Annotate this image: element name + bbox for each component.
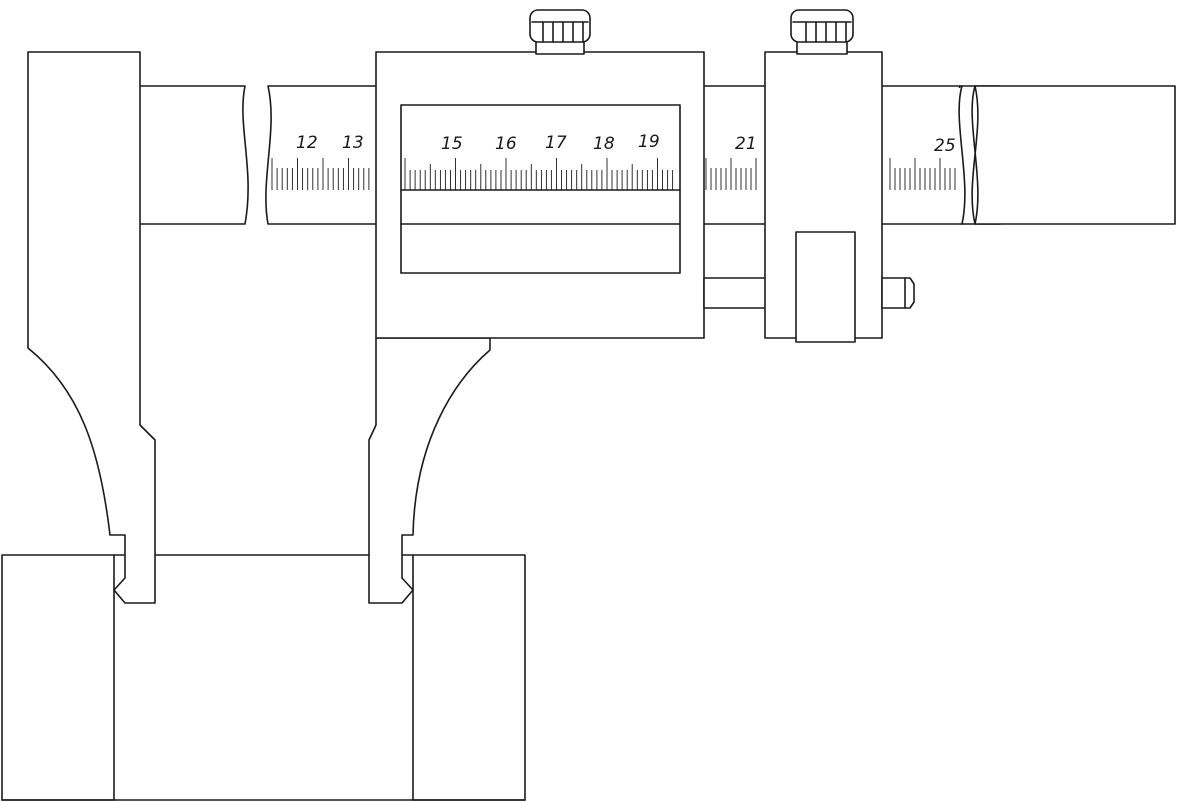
scale-number-25: 25	[934, 136, 956, 156]
scale-number-15: 15	[441, 134, 463, 154]
adjust-screw-end[interactable]	[881, 277, 915, 309]
vernier-window	[400, 104, 681, 274]
scale-number-17: 17	[545, 133, 567, 153]
sliding-jaw	[368, 9, 705, 604]
scale-number-18: 18	[593, 134, 615, 154]
beam-break-right-b	[971, 85, 979, 225]
vernier-scale	[404, 158, 674, 190]
clamp-screw-knob[interactable]	[529, 9, 591, 55]
scale-number-16: 16	[495, 134, 517, 154]
scale-number-21: 21	[735, 134, 757, 154]
clamp-screw-knob-2[interactable]	[790, 9, 854, 55]
scale-labels: 12 13 15 16 17 18 19 21 25	[296, 132, 956, 156]
main-scale	[271, 158, 956, 190]
workpiece-left-wall	[1, 554, 115, 801]
beam-segment-left	[139, 85, 249, 225]
beam-segment-right	[971, 85, 1176, 225]
adjust-nut[interactable]	[795, 231, 856, 343]
scale-number-13: 13	[342, 133, 364, 153]
scale-number-19: 19	[638, 132, 660, 152]
adjust-rod	[703, 277, 767, 309]
fixed-jaw-body	[27, 51, 156, 604]
workpiece-right-wall	[412, 554, 526, 801]
workpiece	[1, 554, 526, 801]
fixed-jaw	[27, 51, 156, 604]
beam-break-right-a	[958, 85, 966, 225]
sliding-jaw-lower	[368, 337, 491, 604]
scale-number-12: 12	[296, 133, 318, 153]
fine-adjust-clamp	[703, 9, 915, 343]
